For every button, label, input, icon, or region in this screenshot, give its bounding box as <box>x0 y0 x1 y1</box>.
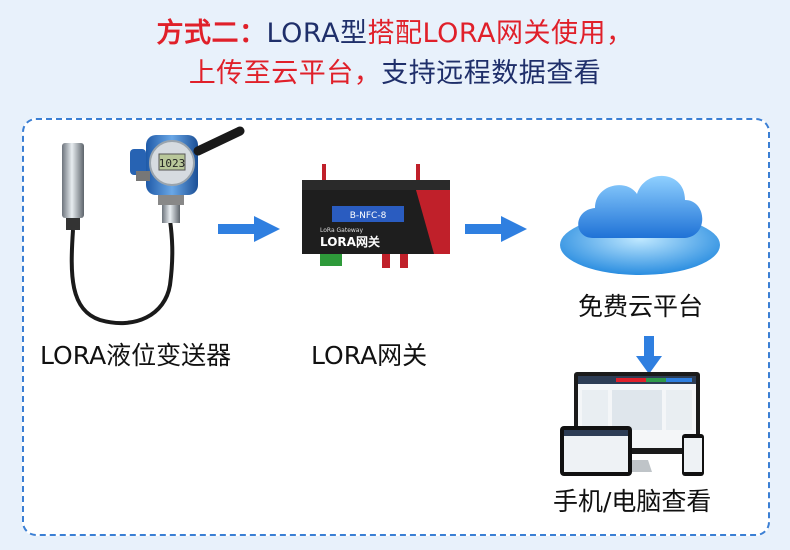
arrow-cloud-to-devices <box>636 336 662 374</box>
title-line-1: 方式二：LORA型搭配LORA网关使用， <box>0 14 790 54</box>
title-line-2: 上传至云平台，支持远程数据查看 <box>0 54 790 94</box>
title-method: 方式二： <box>156 18 267 49</box>
sensor-label: LORA液位变送器 <box>40 341 232 370</box>
sensor-display-value: 1023 <box>159 157 186 170</box>
title-pairing: 搭配LORA网关使用， <box>367 18 634 49</box>
gateway-product-text: LORA网关 <box>320 234 380 249</box>
gateway-label: LORA网关 <box>311 341 428 370</box>
devices-label: 手机/电脑查看 <box>553 487 712 516</box>
title-remote-view: 支持远程数据查看 <box>381 58 602 89</box>
arrow-sensor-to-gateway <box>218 216 280 242</box>
liquid-level-sensor-image: 1023 <box>62 126 245 326</box>
title-upload: 上传至云平台， <box>188 58 382 89</box>
title-lora-type: LORA型 <box>266 18 368 49</box>
gateway-model-text: B-NFC-8 <box>350 211 387 221</box>
title-block: 方式二：LORA型搭配LORA网关使用， 上传至云平台，支持远程数据查看 <box>0 14 790 94</box>
lora-gateway-image: B-NFC-8 LoRa Gateway LORA网关 <box>302 164 450 268</box>
phone-computer-devices-image <box>560 372 704 476</box>
cloud-platform-image <box>560 175 720 275</box>
gateway-sub-text: LoRa Gateway <box>320 227 363 234</box>
cloud-label: 免费云平台 <box>578 292 704 321</box>
arrow-gateway-to-cloud <box>465 216 527 242</box>
